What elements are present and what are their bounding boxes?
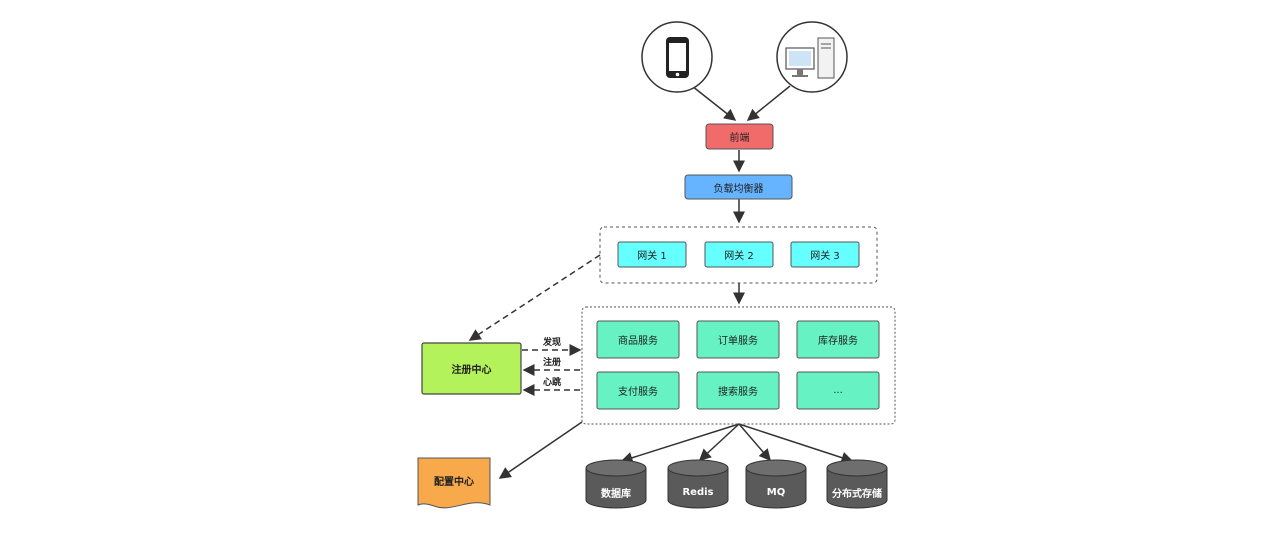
service-box-4: [596, 371, 680, 410]
service-box-2: [696, 320, 780, 359]
storage-redis: [667, 459, 729, 509]
gateway-cluster: [599, 226, 878, 284]
storage-mq: [745, 459, 807, 509]
edge-services-to-config: [498, 421, 583, 479]
storage-db: [585, 459, 647, 509]
registry-box: [421, 342, 522, 395]
edge-desktop-to-dns: [746, 85, 791, 121]
edge-label-discover: 发现: [543, 338, 562, 348]
gateway-box-3: [790, 241, 860, 268]
edges: [468, 85, 854, 479]
config-center-shape: [417, 457, 491, 509]
client-desktop: [776, 21, 848, 93]
gateway-box-2: [704, 241, 774, 268]
edge-phone-to-dns: [691, 85, 737, 121]
client-phone: [641, 21, 713, 93]
service-box-6: [796, 371, 880, 410]
service-box-5: [696, 371, 780, 410]
mobile-phone-icon: [666, 37, 689, 78]
edge-label-register: 注册: [543, 358, 562, 368]
load-balancer-box: [684, 174, 793, 200]
desktop-computer-icon: [785, 37, 835, 79]
edge-label-heartbeat: 心跳: [543, 378, 562, 388]
edge-gateways-to-registry: [468, 254, 601, 341]
service-cluster: [581, 306, 896, 425]
edge-services-to-mq: [738, 423, 771, 462]
storage-dfs: [826, 459, 888, 509]
edge-services-to-dfs: [738, 423, 854, 464]
edge-services-to-db: [620, 423, 740, 464]
service-box-3: [796, 320, 880, 359]
edge-services-to-redis: [698, 423, 740, 462]
dns-box: [705, 123, 774, 150]
service-box-1: [596, 320, 680, 359]
gateway-box-1: [617, 241, 687, 268]
